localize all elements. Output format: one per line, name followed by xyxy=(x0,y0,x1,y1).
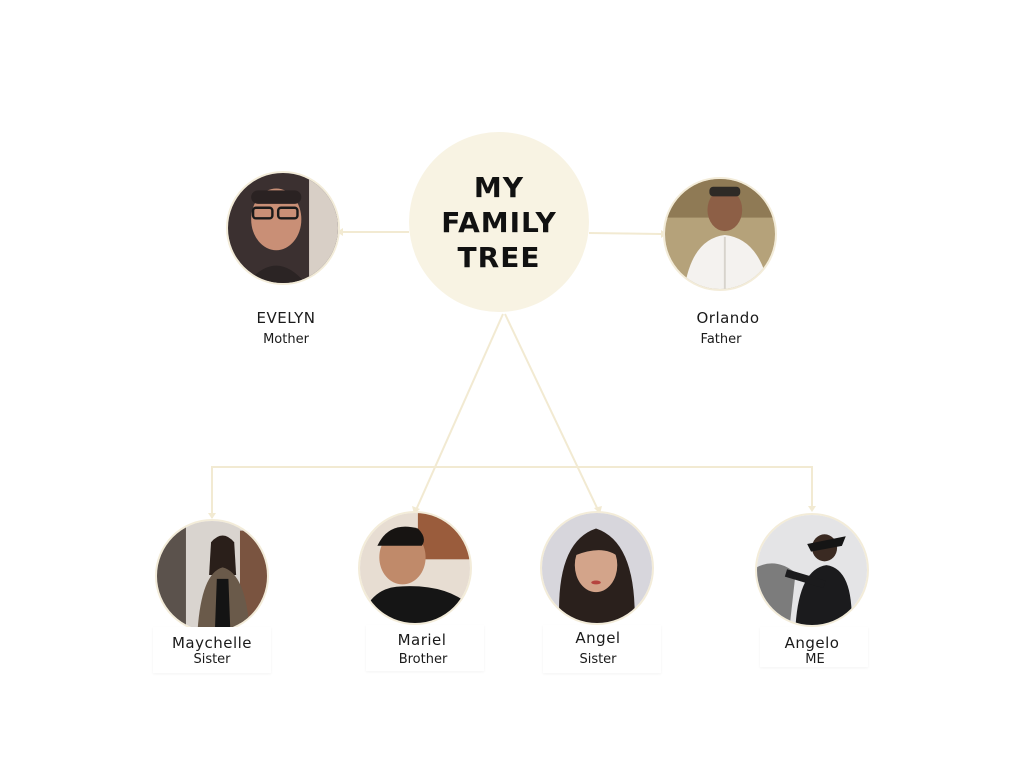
arrow-mother xyxy=(337,228,343,236)
connector-angel-diagonal xyxy=(504,313,599,511)
mariel-photo xyxy=(358,511,472,625)
page-title: MY FAMILY TREE xyxy=(441,170,557,274)
mariel-role: Brother xyxy=(398,652,448,667)
maychelle-photo xyxy=(155,519,269,633)
mother-role: Mother xyxy=(263,332,309,347)
family-tree-title-circle: MY FAMILY TREE xyxy=(409,132,589,312)
father-portrait-image xyxy=(665,179,775,289)
connector-siblings-bar xyxy=(211,466,813,518)
mariel-label-card xyxy=(366,625,484,671)
connector-brother-diagonal xyxy=(415,313,504,511)
angel-label-card xyxy=(543,625,661,673)
maychelle-role: Sister xyxy=(193,652,231,667)
father-role: Father xyxy=(700,332,742,347)
mother-photo xyxy=(226,171,340,285)
father-name: Orlando xyxy=(696,309,760,327)
arrow-maychelle xyxy=(208,513,216,519)
angelo-photo xyxy=(755,513,869,627)
mother-portrait-image xyxy=(228,173,338,283)
mother-name: EVELYN xyxy=(256,309,316,327)
father-photo xyxy=(663,177,777,291)
maychelle-name: Maychelle xyxy=(171,634,253,652)
mariel-portrait-image xyxy=(360,513,470,623)
angel-name: Angel xyxy=(575,629,621,647)
connector-father xyxy=(588,232,662,235)
angelo-label-card xyxy=(760,627,868,667)
mariel-name: Mariel xyxy=(397,631,447,649)
angel-photo xyxy=(540,511,654,625)
angel-role: Sister xyxy=(579,652,617,667)
angelo-portrait-image xyxy=(757,515,867,625)
maychelle-portrait-image xyxy=(157,521,267,631)
angelo-role: ME xyxy=(805,652,825,667)
angelo-name: Angelo xyxy=(784,634,840,652)
angel-portrait-image xyxy=(542,513,652,623)
maychelle-label-card xyxy=(153,627,271,673)
arrow-angelo xyxy=(808,506,816,512)
